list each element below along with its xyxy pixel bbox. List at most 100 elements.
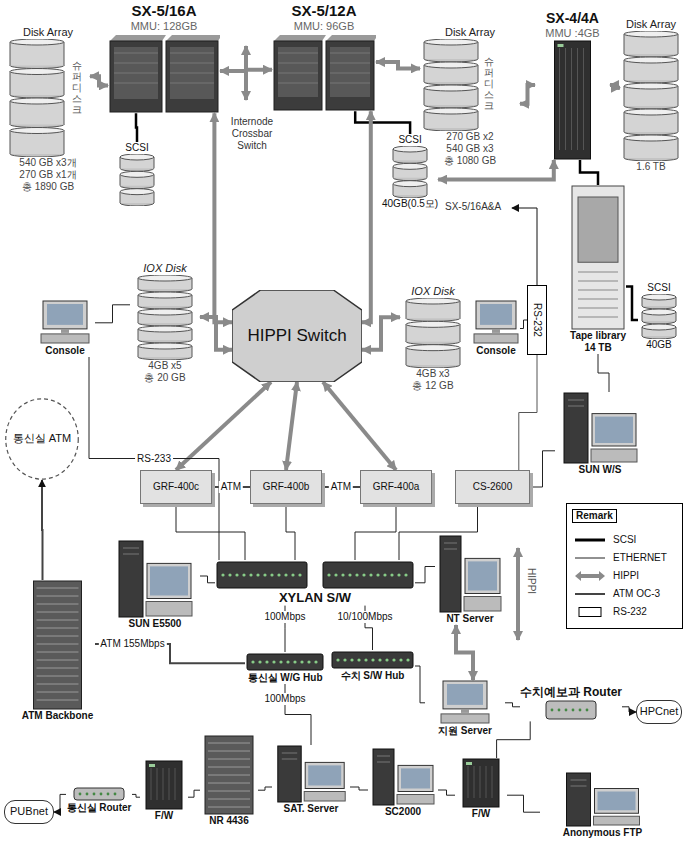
device-icon — [638, 294, 680, 339]
device-icon — [455, 758, 507, 808]
node-text: SCSI — [398, 134, 421, 146]
cabinet-node: F/W — [140, 760, 188, 822]
edge-label: 10/100Mbps — [335, 611, 394, 623]
node-text: 540 GB x3개 — [19, 157, 76, 169]
connector — [610, 85, 620, 88]
console-node: 지원 Server — [425, 680, 505, 737]
device-drawing — [455, 758, 507, 808]
hub-node: 통신실 W/G Hub — [245, 652, 325, 684]
device-drawing — [108, 33, 220, 113]
node-text: PUBnet — [10, 805, 48, 818]
device-drawing — [535, 40, 610, 160]
device-drawing — [425, 680, 505, 725]
node-text: 40GB(0.5모) — [382, 198, 438, 210]
legend-sample — [573, 588, 607, 600]
server-node: Anonymous FTP — [540, 772, 665, 839]
connector — [355, 504, 396, 560]
legend-row: SCSI — [573, 534, 636, 546]
node-text: SCSI — [125, 142, 148, 154]
router-box: GRF-400a — [360, 470, 432, 504]
router-box: GRF-400b — [250, 470, 322, 504]
node-text: RS-232 — [531, 303, 543, 337]
cabinet-node: F/W — [455, 758, 507, 820]
node-text: ATM OC-3 — [613, 588, 660, 600]
node-text: GRF-400c — [153, 481, 199, 493]
connector — [530, 451, 555, 487]
device-drawing — [272, 745, 350, 803]
device-drawing — [368, 748, 438, 806]
free-label: Remark — [572, 509, 617, 523]
connector — [598, 354, 609, 392]
connector — [505, 703, 520, 707]
node-text: SX-5/12A — [291, 2, 356, 20]
edge-label: 100Mbps — [262, 611, 307, 623]
node-text: Disk Array — [23, 26, 73, 39]
connector — [89, 357, 219, 560]
server-node: SUN W/S — [555, 392, 645, 476]
edge-label: 100Mbps — [262, 693, 307, 705]
connector — [176, 504, 245, 560]
node-text: 4GB x5 — [148, 360, 181, 372]
node-text: Anonymous FTP — [563, 827, 642, 839]
router-node: 수치예보과 Router — [520, 685, 622, 721]
connector — [286, 382, 297, 470]
switch-node: XYLAN S/W — [215, 560, 415, 606]
connector — [200, 576, 215, 583]
device-icon — [425, 680, 505, 725]
node-text: SUN W/S — [579, 464, 622, 476]
device-drawing — [400, 298, 466, 368]
node-text: GRF-400a — [373, 481, 420, 493]
rs232-leader — [512, 208, 537, 285]
connector — [286, 504, 295, 560]
connector — [220, 70, 272, 71]
connector — [415, 666, 425, 703]
device-icon — [555, 392, 645, 464]
node-text: GRF-400b — [263, 481, 310, 493]
device-icon — [108, 33, 220, 113]
device-icon — [330, 650, 415, 670]
console-node: Console — [472, 300, 520, 357]
device-drawing — [215, 560, 415, 590]
device-icon — [20, 580, 95, 710]
node-text: HIPPI — [613, 570, 639, 582]
device-drawing — [272, 33, 376, 111]
device-drawing — [540, 772, 665, 827]
node-text: XYLAN S/W — [279, 590, 351, 606]
node-text: MMU: 128GB — [131, 20, 198, 33]
connector — [41, 480, 44, 580]
node-text: Console — [45, 345, 84, 357]
node-text: ETHERNET — [613, 552, 667, 564]
connector — [580, 160, 598, 185]
node-text: 총 20 GB — [144, 372, 185, 384]
device-drawing — [140, 760, 188, 810]
connector — [258, 787, 272, 790]
node-text: 총 1890 GB — [22, 181, 74, 193]
connector — [415, 567, 435, 583]
device-drawing — [200, 735, 258, 815]
connector — [497, 721, 531, 758]
switch-octagon: HIPPI Switch — [232, 290, 362, 382]
device-icon — [472, 300, 520, 345]
device-icon — [570, 185, 626, 330]
network-cloud: HPCnet — [636, 700, 682, 724]
connector — [376, 62, 420, 68]
router-box: GRF-400c — [140, 470, 212, 504]
device-drawing — [110, 540, 200, 618]
server-node: SC2000 — [368, 748, 438, 818]
connector — [399, 504, 478, 560]
node-text: 지원 Server — [438, 725, 492, 737]
device-icon — [400, 298, 466, 368]
connector — [438, 790, 455, 795]
device-drawing — [115, 154, 159, 206]
device-icon — [272, 33, 376, 111]
router-node: 통신실 Router — [66, 786, 132, 814]
legend-swatch — [573, 570, 607, 582]
server-node: SUN E5500 — [110, 540, 200, 630]
legend-swatch — [573, 606, 607, 618]
server-node: SAT. Server — [272, 745, 350, 815]
node-text: SX-4/4A — [546, 10, 599, 27]
connector — [136, 113, 137, 142]
device-drawing — [638, 294, 680, 339]
node-text: 통신실 W/G Hub — [248, 672, 323, 684]
